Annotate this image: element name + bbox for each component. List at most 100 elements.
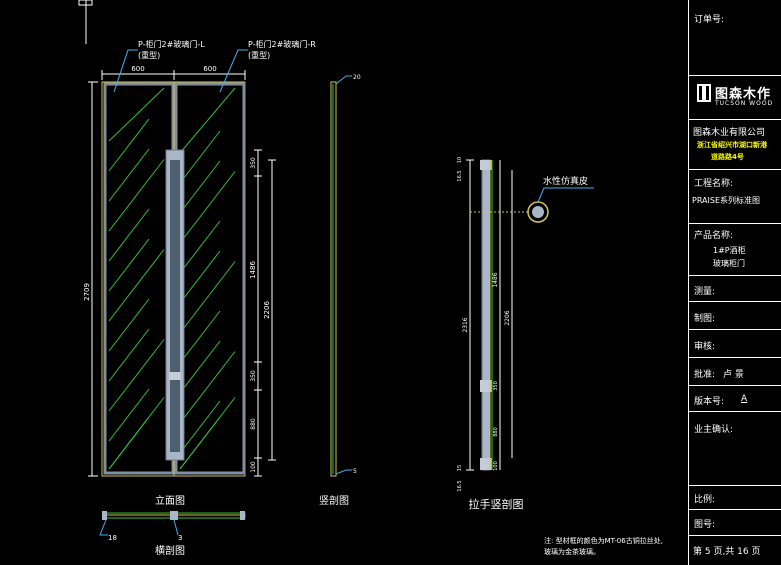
- label-left-door: P-柜门2#玻璃门-L: [138, 39, 205, 49]
- dim-width-right: 600: [203, 65, 216, 73]
- version-value: A: [741, 394, 748, 404]
- glass-hatch-line: [179, 87, 236, 154]
- plan-leader-mid: [173, 519, 179, 536]
- project-cell: 工程名称: PRAISE系列标准图: [689, 170, 781, 224]
- dim-handle-mid: 1486: [249, 261, 257, 279]
- plan-section-view: 18 3 横剖图: [99, 511, 246, 557]
- dim-handle-sec-bottom: 15: [457, 465, 463, 471]
- detail-leader: [537, 187, 594, 203]
- glass-hatch-line: [108, 159, 165, 232]
- glass-hatch-line: [179, 400, 221, 454]
- glass-hatch-line: [179, 160, 221, 214]
- dim-handle-sec-total: 2206: [504, 310, 511, 325]
- scale-cell: 比例:: [689, 486, 781, 510]
- dim-handle-sec-bottom3: 100: [493, 461, 499, 471]
- project-label: 工程名称:: [694, 179, 734, 189]
- company-logo: 图森木作 TUCSON WOOD: [693, 82, 777, 112]
- plan-handle: [170, 511, 178, 520]
- dim-plan-mid: 3: [178, 534, 182, 542]
- plan-end-left: [102, 511, 107, 520]
- section-profile: [330, 81, 337, 477]
- glass-hatch-line: [108, 208, 150, 262]
- section-leader-top: [335, 75, 352, 85]
- glass-hatch-line: [179, 220, 221, 274]
- handle-sec-top-cap: [480, 160, 492, 170]
- glass-hatch: [108, 87, 236, 470]
- view-elevation-label: 立面图: [155, 494, 185, 507]
- scale-label: 比例:: [694, 495, 716, 505]
- plan-end-right: [240, 511, 245, 520]
- company-name: 图森木业有限公司: [693, 128, 766, 138]
- product-value-1: 1#P酒柜: [713, 246, 746, 255]
- version-cell: 版本号: A: [689, 386, 781, 412]
- company-address-1: 浙江省绍兴市湖口新港: [697, 141, 767, 149]
- glass-hatch-line: [179, 351, 236, 424]
- callout-wood: 水性仿真皮: [543, 175, 588, 187]
- dim-plan-left: 18: [108, 534, 117, 542]
- note-line-1: 注: 型材框的颜色为MT-06古铜拉丝处,: [544, 536, 663, 545]
- draw-cell: 制图:: [689, 302, 781, 330]
- page-text: 第 5 页,共 16 页: [693, 547, 761, 557]
- view-plan-label: 横剖图: [155, 544, 185, 557]
- glass-hatch-line: [179, 130, 221, 184]
- glass-hatch-line: [108, 328, 150, 382]
- glass-hatch-line: [108, 298, 150, 352]
- leader-left-door: [113, 49, 138, 93]
- section-leader-bottom: [335, 469, 352, 475]
- owner-cell: 业主确认:: [689, 412, 781, 486]
- survey-cell: 测量:: [689, 276, 781, 302]
- note-line-2: 玻璃为金茶玻璃。: [544, 547, 600, 556]
- dim-handle-total: 2206: [263, 301, 271, 319]
- logo-mark-icon: [697, 84, 711, 102]
- company-cell: 图森木业有限公司 浙江省绍兴市湖口新港 道路路4号: [689, 120, 781, 170]
- dim-handle-sec-lower-a: 350: [493, 381, 499, 391]
- review-label: 审核:: [694, 342, 716, 352]
- title-block: 订单号: 图森木作 TUCSON WOOD 图森木业有限公司 浙江省绍兴市湖口新…: [688, 0, 781, 565]
- glass-hatch-line: [108, 388, 150, 442]
- survey-label: 测量:: [694, 287, 716, 297]
- dim-lower-a: 350: [250, 370, 257, 382]
- glass-hatch-line: [108, 238, 150, 292]
- handle-sec-mid-cap: [480, 380, 492, 392]
- dim-section-bottom: 5: [353, 468, 357, 475]
- handle-sec-profile: [481, 159, 491, 471]
- plan-leader-left: [99, 519, 108, 536]
- dim-handle-sec-lower-b: 880: [493, 427, 499, 437]
- elevation-view: 600 600 P-柜门2#玻璃门-L (重型) P-柜门2#玻璃门-R (重型…: [83, 39, 316, 507]
- approve-value: 卢 景: [723, 370, 744, 380]
- approve-label: 批准:: [694, 370, 716, 380]
- glass-hatch-line: [179, 416, 221, 470]
- draw-label: 制图:: [694, 314, 716, 324]
- glass-hatch-line: [179, 171, 236, 244]
- dim-handle-sec-bottom2: 16.5: [457, 480, 463, 491]
- vertical-section-view: 20 5 竖剖图: [319, 74, 361, 507]
- dim-handle-sec-top: 10: [457, 157, 463, 163]
- order-no-cell: 订单号:: [689, 0, 781, 76]
- glass-hatch-line: [108, 118, 150, 172]
- dim-handle-sec-mid: 1486: [492, 272, 499, 287]
- door-left-frame: [103, 82, 175, 475]
- glass-hatch-line: [108, 148, 150, 202]
- label-right-door-sub: (重型): [248, 50, 270, 60]
- dim-width-left: 600: [131, 65, 144, 73]
- product-value-2: 玻璃柜门: [713, 259, 745, 268]
- order-no-label: 订单号:: [694, 15, 725, 25]
- handle-section-view: 10 16.5 2316 15 16.5 1486 2206 350 880 1…: [457, 157, 594, 511]
- dim-bottom: 100: [250, 461, 257, 473]
- page-cell: 第 5 页,共 16 页: [689, 536, 781, 565]
- glass-hatch-line: [108, 249, 165, 322]
- review-cell: 审核:: [689, 330, 781, 358]
- glass-hatch-line: [108, 339, 165, 412]
- handle-inner: [170, 160, 180, 452]
- cursor-box: [78, 0, 93, 6]
- leader-right-door: [219, 49, 248, 93]
- drawing-no-label: 图号:: [694, 520, 716, 530]
- label-left-door-sub: (重型): [138, 50, 160, 60]
- glass-hatch-line: [179, 310, 221, 364]
- drawing-no-cell: 图号:: [689, 510, 781, 536]
- product-cell: 产品名称: 1#P酒柜 玻璃柜门: [689, 224, 781, 276]
- glass-hatch-line: [179, 340, 221, 394]
- dim-handle-top: 350: [250, 157, 257, 169]
- view-section-label: 竖剖图: [319, 494, 349, 507]
